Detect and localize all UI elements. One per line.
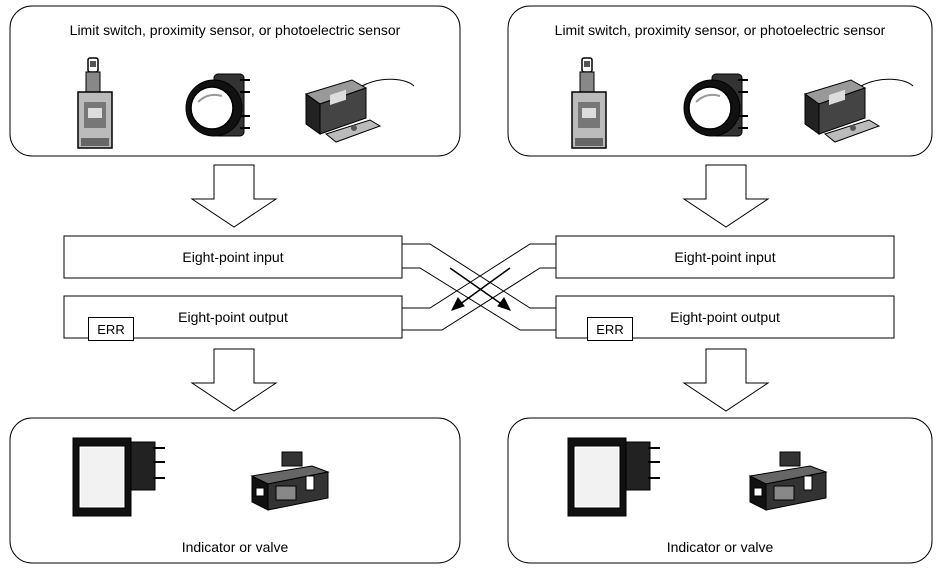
- right-input-box: [555, 235, 895, 279]
- left-output-arrow: [191, 348, 277, 412]
- cross-link-cables: [402, 243, 556, 331]
- right-actuator-panel-label: Indicator or valve: [666, 539, 774, 555]
- right-output-label: Eight-point output: [670, 309, 780, 325]
- left-sensor-panel-label: Limit switch, proximity sensor, or photo…: [69, 22, 401, 38]
- left-err-indicator: ERR: [88, 317, 134, 341]
- right-input-arrow: [683, 164, 769, 228]
- left-input-box: [63, 235, 403, 279]
- left-input-label: Eight-point input: [182, 249, 284, 265]
- right-output-arrow: [683, 348, 769, 412]
- right-err-indicator: ERR: [587, 317, 633, 341]
- left-input-arrow: [191, 164, 277, 228]
- right-sensor-panel-label: Limit switch, proximity sensor, or photo…: [554, 22, 886, 38]
- right-input-label: Eight-point input: [674, 249, 776, 265]
- left-output-label: Eight-point output: [178, 309, 288, 325]
- left-actuator-panel-label: Indicator or valve: [181, 539, 289, 555]
